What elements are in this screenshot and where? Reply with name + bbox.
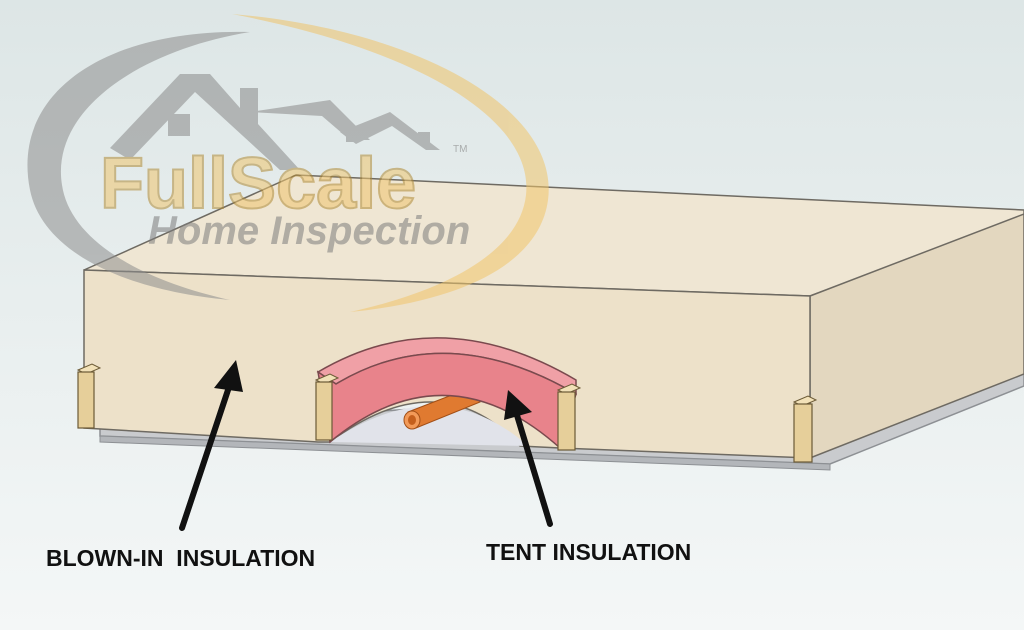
copper-pipe (403, 387, 481, 430)
watermark-tagline: Home Inspection (148, 209, 470, 253)
label-tent-insulation: TENT INSULATION (486, 539, 691, 565)
blown-in-arrow (179, 360, 243, 531)
houses-icon (110, 74, 440, 170)
gray-swoosh (27, 31, 250, 301)
tent-cavity (330, 405, 528, 446)
joist-right (792, 395, 818, 463)
arrowhead-icon (504, 390, 532, 420)
joist-center-left (314, 373, 340, 441)
joist-left (76, 363, 102, 429)
joists (76, 363, 818, 463)
gold-swoosh (232, 14, 549, 312)
joist-center-right (556, 383, 582, 451)
watermark-trademark: TM (453, 144, 467, 155)
label-blown-in-insulation: BLOWN-IN INSULATION (46, 545, 315, 571)
tent-arrow (504, 390, 553, 527)
watermark-logo: FullScale TM Home Inspection (27, 14, 549, 312)
arrowhead-icon (214, 360, 243, 392)
watermark-brand: FullScale (100, 144, 416, 224)
